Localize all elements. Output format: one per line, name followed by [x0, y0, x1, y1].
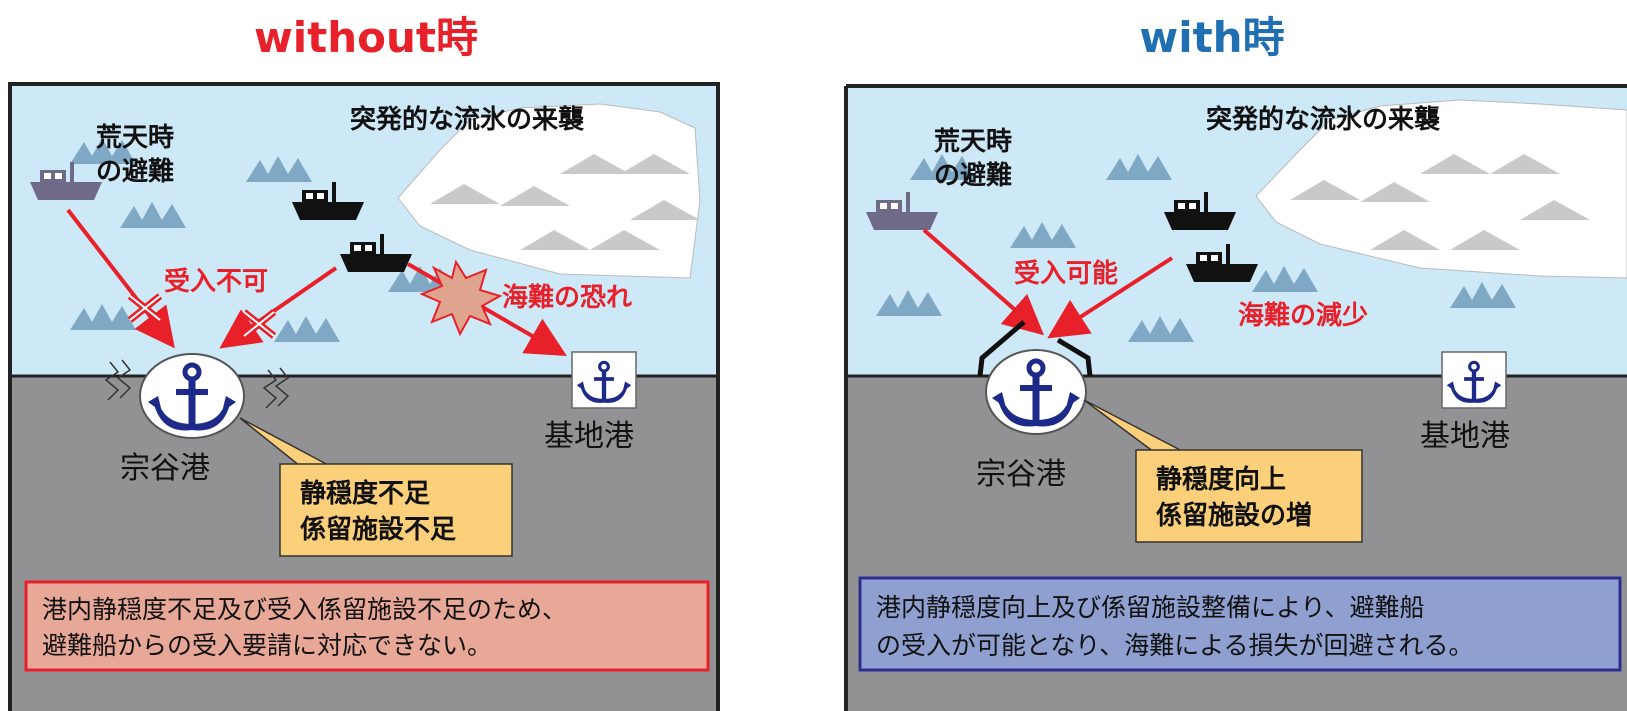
evacuation-arrow — [922, 228, 1045, 336]
ice-floe-icon — [1255, 99, 1627, 279]
callout-line: 静穏度向上 — [1156, 464, 1286, 495]
bottom-message-box — [858, 576, 1622, 672]
storm-label: 荒天時 — [934, 127, 1012, 157]
panel-frame — [8, 82, 720, 711]
callout-line: 係留施設の増 — [1156, 500, 1312, 531]
danger-label: 海難の恐れ — [502, 283, 632, 313]
callout-line: 静穏度不足 — [300, 478, 430, 509]
bottom-message-box — [24, 580, 710, 672]
ice-label: 突発的な流氷の来襲 — [1206, 104, 1441, 135]
breakwater — [1056, 337, 1093, 377]
storm-label: の避難 — [96, 156, 174, 187]
storm-label: の避難 — [934, 160, 1012, 191]
callout-box — [1135, 449, 1363, 543]
danger-arrow — [406, 262, 567, 357]
panel-with: with時 荒天時 の避難 突発的な流氷の来襲 受入可能 海難の減少 — [844, 13, 1627, 711]
explosion-icon — [419, 259, 503, 337]
storm-label: 荒天時 — [96, 123, 174, 153]
callout-box — [279, 463, 513, 557]
bottom-message-line: 港内静穏度向上及び係留施設整備により、避難船 — [876, 593, 1425, 622]
accept-label: 受入可能 — [1014, 258, 1118, 289]
panel-without: without時 荒天時 の避難 突発的な流氷の来襲 受入不可 海難の恐れ — [8, 13, 720, 711]
ice-label: 突発的な流氷の来襲 — [350, 104, 585, 135]
reduce-label: 海難の減少 — [1238, 301, 1368, 331]
evacuation-arrow — [66, 208, 175, 349]
bottom-message-line: 港内静穏度不足及び受入係留施設不足のため、 — [42, 595, 567, 624]
wave-icon — [104, 359, 290, 409]
panel-title-without: without時 — [254, 13, 478, 62]
port-label: 宗谷港 — [976, 457, 1066, 492]
port-label: 宗谷港 — [120, 451, 210, 486]
callout-line: 係留施設不足 — [300, 514, 456, 545]
bottom-message-line: 避難船からの受入要請に対応できない。 — [42, 631, 492, 660]
reject-label: 受入不可 — [164, 266, 268, 297]
bottom-message-line: の受入が可能となり、海難による損失が回避される。 — [876, 631, 1474, 660]
evacuation-arrow — [1047, 256, 1174, 339]
panel-title-with: with時 — [1139, 13, 1284, 62]
base-port-label: 基地港 — [1420, 419, 1510, 454]
breakwater — [977, 320, 1026, 377]
base-port-label: 基地港 — [544, 419, 634, 454]
